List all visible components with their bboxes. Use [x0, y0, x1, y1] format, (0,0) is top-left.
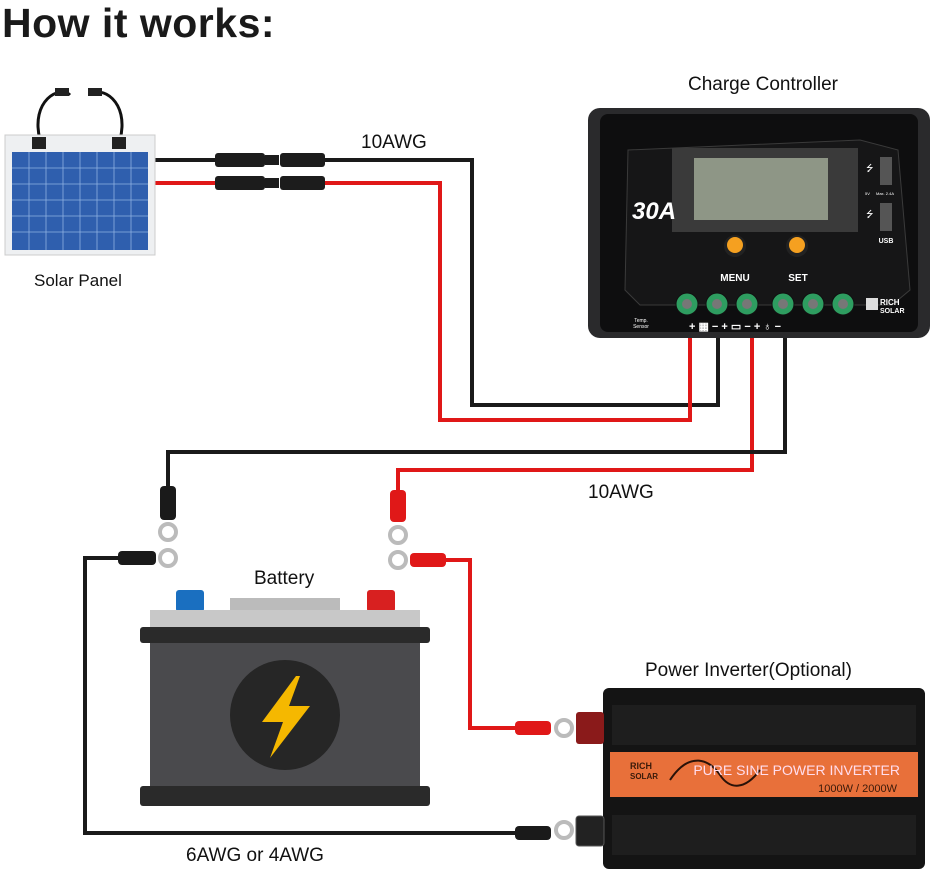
- inverter-negative-terminal: [575, 815, 605, 847]
- solar-panel: [4, 88, 156, 256]
- svg-text:RICH: RICH: [880, 298, 900, 307]
- sine-wave-icon: [669, 759, 761, 787]
- svg-text:RICH: RICH: [630, 761, 652, 771]
- rating-text: 30A: [632, 198, 676, 225]
- set-label: SET: [788, 273, 807, 284]
- battery-negative-terminal: [176, 590, 204, 612]
- battery-positive-wire: [396, 338, 754, 492]
- panel-wire-gauge-label: 10AWG: [361, 132, 427, 153]
- usb-port: [880, 203, 892, 231]
- inverter-positive-terminal: [576, 712, 604, 744]
- lightning-icon: [262, 676, 310, 758]
- svg-text:PURE SINE POWER INVERTER: PURE SINE POWER INVERTER: [693, 762, 900, 778]
- usb-port: [880, 157, 892, 185]
- inverter-positive-wire: [425, 558, 522, 730]
- menu-button: [727, 237, 743, 253]
- svg-text:Max. 2.4A: Max. 2.4A: [876, 191, 894, 196]
- inverter-wire-gauge-label: 6AWG or 4AWG: [186, 845, 324, 866]
- usb-icon: ⭍: [866, 209, 874, 219]
- usb-icon: ⭍: [866, 163, 874, 173]
- svg-text:Sensor: Sensor: [633, 324, 649, 330]
- terminal-polarity-labels: + ▦ − + ▭ − + ♁ −: [689, 321, 781, 333]
- set-button: [789, 237, 805, 253]
- svg-text:USB: USB: [879, 238, 894, 245]
- ring-terminals: [118, 486, 574, 840]
- panel-negative-wire-run: [325, 158, 720, 407]
- battery-label: Battery: [254, 568, 315, 589]
- mc4-connectors: [215, 153, 325, 190]
- battery-wire-gauge-label: 10AWG: [588, 482, 654, 503]
- svg-text:1000W / 2000W: 1000W / 2000W: [818, 783, 897, 795]
- charge-controller-label: Charge Controller: [688, 74, 838, 95]
- svg-text:5V: 5V: [865, 191, 870, 196]
- battery: [140, 590, 430, 806]
- solar-panel-label: Solar Panel: [34, 271, 122, 290]
- power-inverter: RICH SOLAR PURE SINE POWER INVERTER 1000…: [575, 688, 925, 869]
- charge-controller: 30A MENU SET ⭍ ⭍ 5V Max. 2.4A USB + ▦ − …: [588, 108, 930, 338]
- panel-positive-wire-run: [325, 181, 692, 422]
- battery-positive-terminal: [367, 590, 395, 612]
- battery-negative-wire: [166, 338, 787, 488]
- brand-logo-icon: [866, 298, 878, 310]
- svg-text:SOLAR: SOLAR: [880, 308, 905, 315]
- inverter-negative-wire: [83, 556, 522, 835]
- inverter-label: Power Inverter(Optional): [645, 660, 852, 681]
- svg-text:Temp.: Temp.: [634, 318, 648, 324]
- menu-label: MENU: [720, 273, 749, 284]
- page-title: How it works:: [2, 0, 276, 46]
- svg-text:SOLAR: SOLAR: [630, 772, 658, 781]
